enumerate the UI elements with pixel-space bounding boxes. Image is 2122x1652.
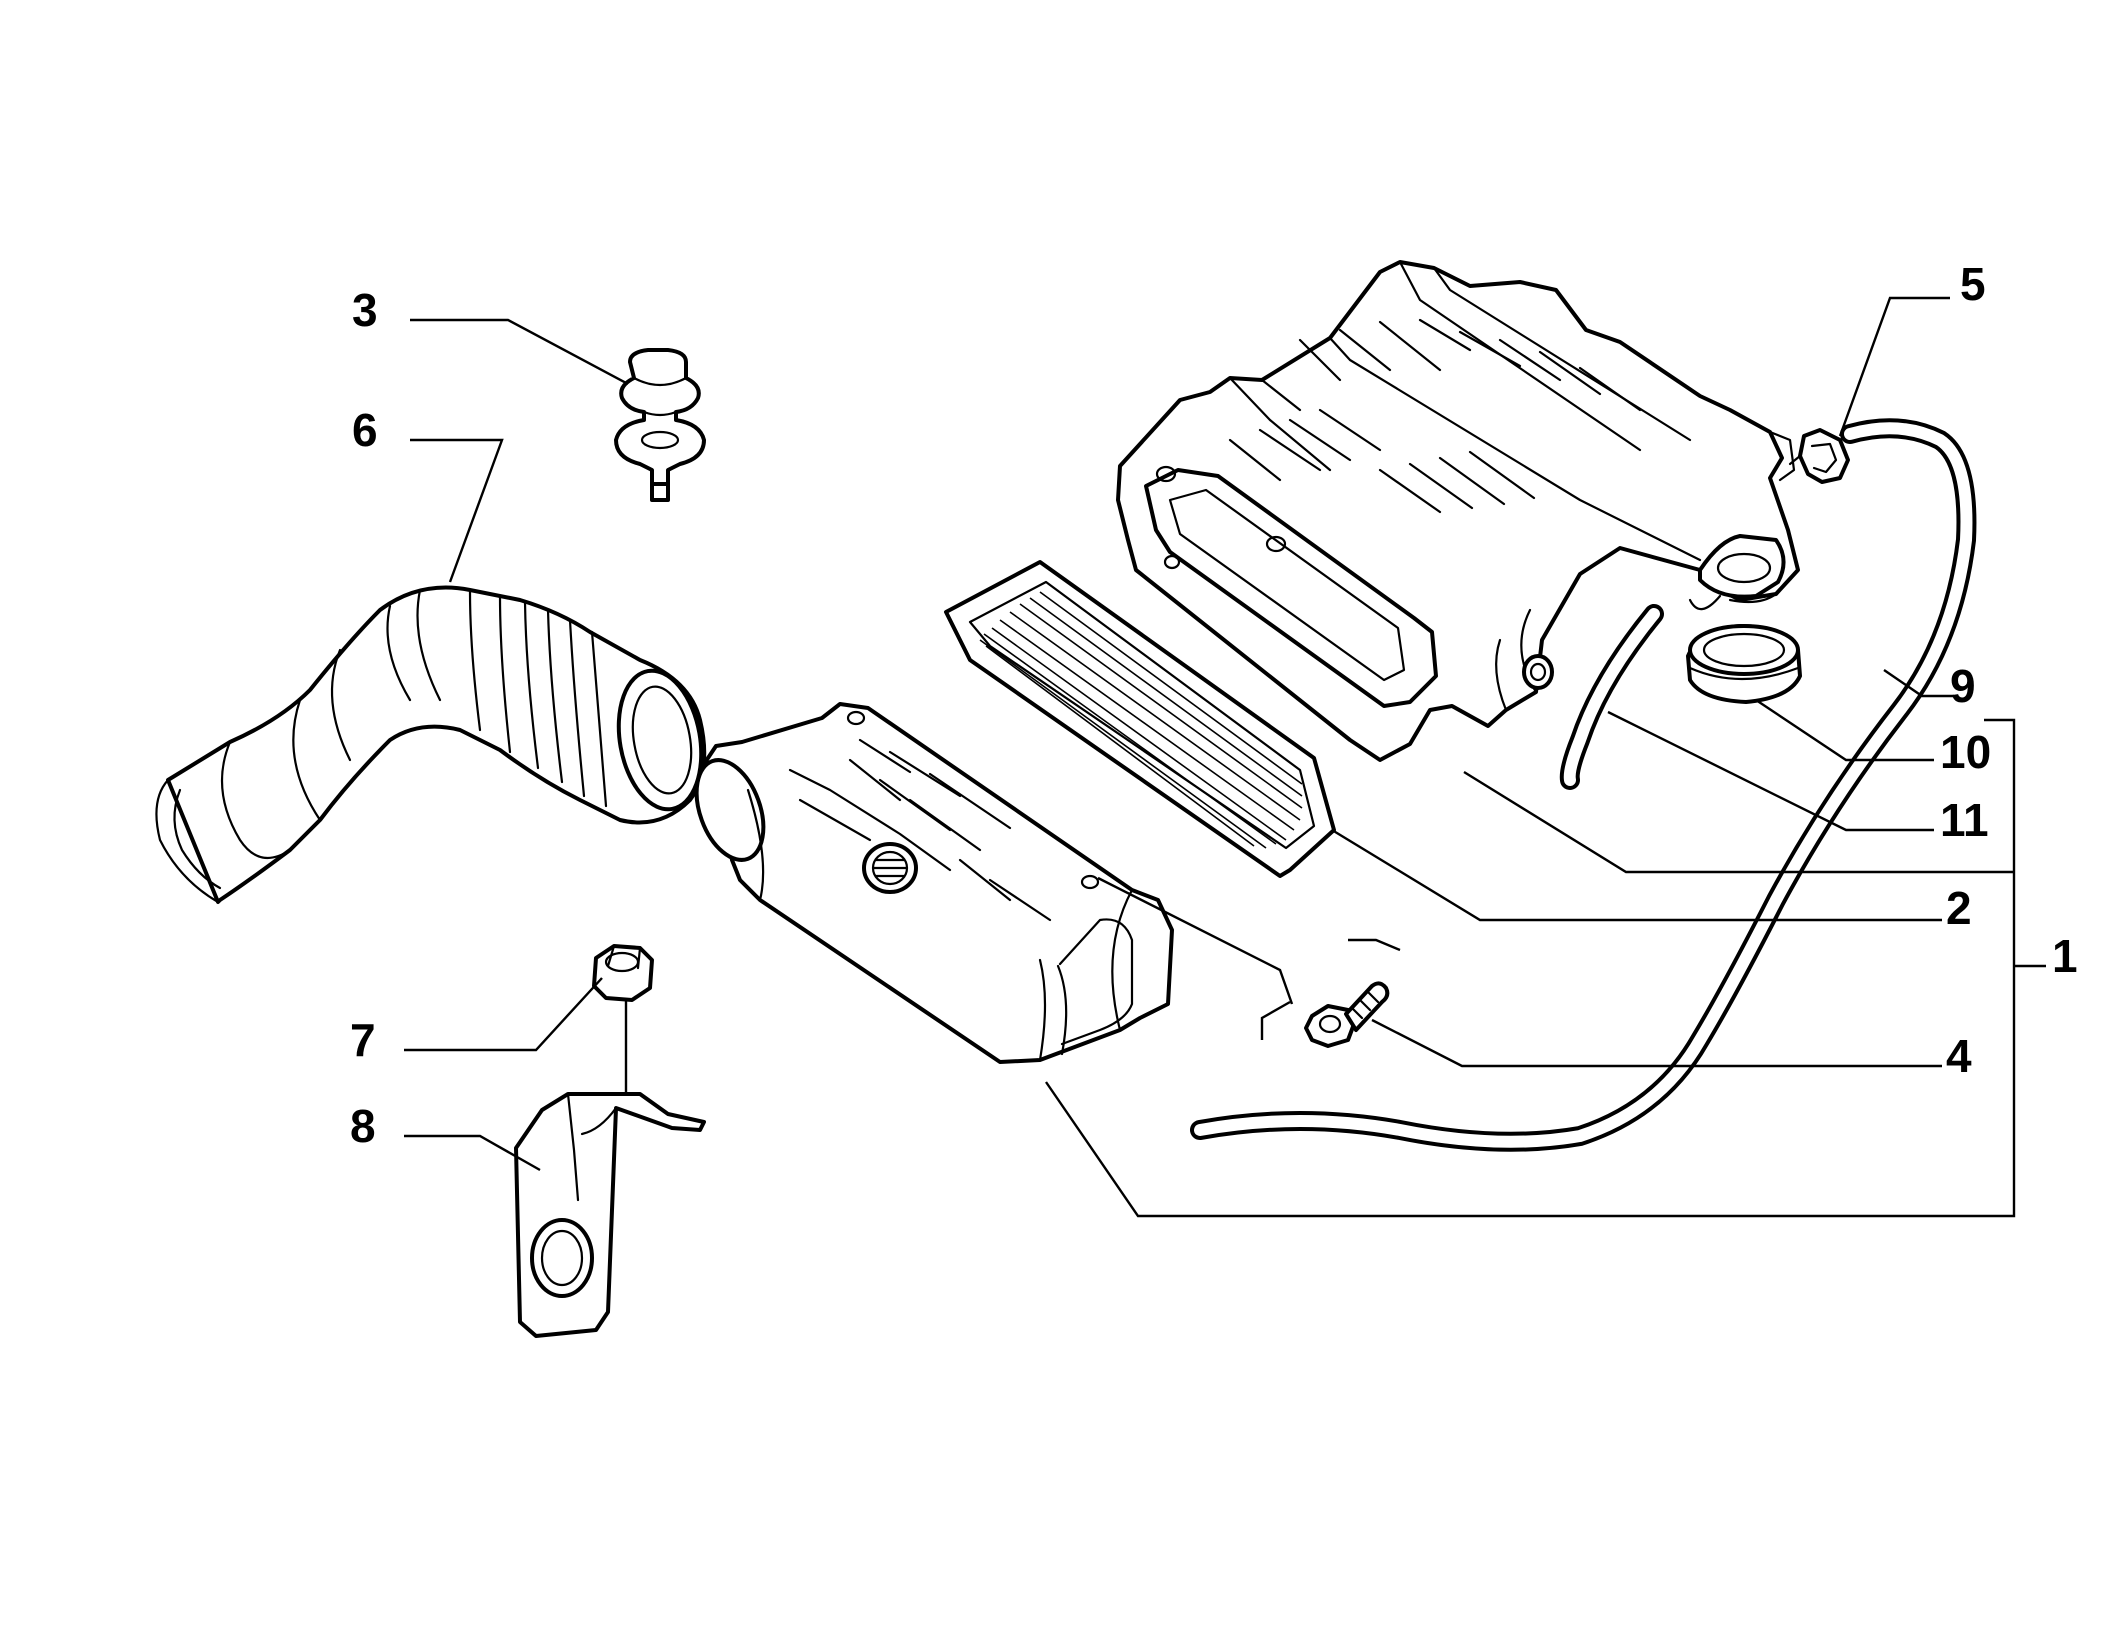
part-4-bolt: [1304, 981, 1390, 1048]
callout-6: 6: [352, 404, 378, 456]
upper-air-box: [1116, 260, 1800, 762]
callout-7: 7: [350, 1014, 376, 1066]
callout-4: 4: [1946, 1030, 1972, 1082]
part-9-long-hose: [1190, 418, 1977, 1152]
callout-11: 11: [1940, 794, 1989, 846]
part-6-intake-hose: [155, 585, 707, 904]
callout-10: 10: [1940, 726, 1991, 778]
leader-lines: [404, 296, 2046, 1218]
break-marks: [1260, 938, 1401, 1040]
callout-5: 5: [1960, 258, 1986, 310]
callout-labels: 3 6 5 9 10 11 2 1 4 7 8: [350, 258, 2078, 1152]
part-3-grommet: [614, 348, 706, 502]
part-2-air-filter: [944, 560, 1336, 878]
part-11-short-hose: [1559, 604, 1664, 790]
callout-1: 1: [2052, 930, 2078, 982]
callout-9: 9: [1950, 660, 1976, 712]
part-10-sleeve: [1686, 624, 1802, 704]
callout-3: 3: [352, 284, 378, 336]
callout-8: 8: [350, 1100, 376, 1152]
part-8-bracket: [514, 1092, 706, 1338]
lower-air-box: [694, 702, 1174, 1064]
part-7-nut: [592, 944, 654, 1002]
callout-2: 2: [1946, 882, 1972, 934]
part-5-clip: [1788, 428, 1850, 484]
